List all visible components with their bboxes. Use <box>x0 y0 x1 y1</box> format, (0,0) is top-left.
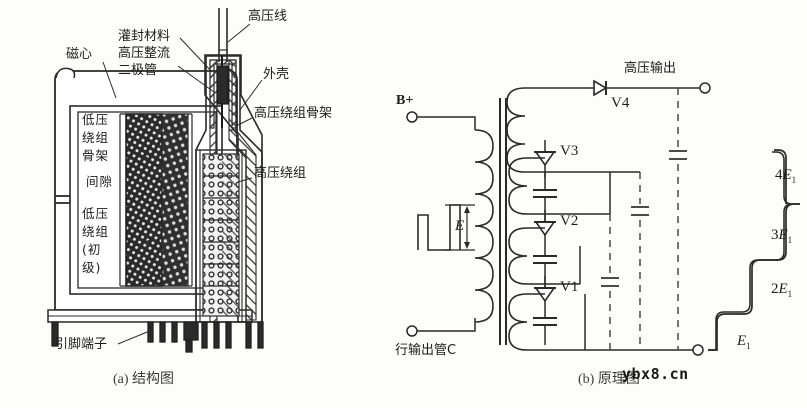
label-pin-terminals: 引脚端子 <box>55 337 108 352</box>
label-staircase-e1: E1 <box>737 333 751 351</box>
voltage-staircase <box>708 151 800 351</box>
label-staircase-4e1: 4E1 <box>775 167 797 185</box>
secondary-winding-1 <box>508 293 698 351</box>
stray-capacitor-1-plates <box>601 277 619 287</box>
label-staircase-2e1: 2E1 <box>771 281 793 299</box>
flyback-terminal <box>406 318 476 337</box>
b-plus-terminal <box>406 111 476 130</box>
callout-leaders <box>102 23 263 345</box>
return-terminal <box>692 344 704 356</box>
site-watermark: ybx8.cn <box>622 365 689 383</box>
label-hv-winding: 高压绕组 <box>254 166 307 181</box>
caption-panel-b: (b) 原理图 <box>578 372 640 387</box>
diode-v3 <box>534 140 556 190</box>
label-diode-v1: V1 <box>560 279 579 295</box>
label-lv-winding-line2: 绕组 <box>82 224 110 239</box>
stray-capacitor-2-plates <box>631 206 649 216</box>
label-lv-winding-line4: 级) <box>82 260 102 275</box>
secondary-winding-2 <box>508 227 581 285</box>
label-drive-voltage: E <box>455 218 465 234</box>
label-lv-winding-line3: (初 <box>82 242 102 257</box>
drive-waveform <box>417 204 475 251</box>
hv-rectifier-diode <box>216 56 229 128</box>
label-lv-bobbin-line2: 绕组 <box>82 130 110 145</box>
hv-output-terminal <box>699 82 711 94</box>
label-diode-v4: V4 <box>611 95 630 111</box>
lv-winding-coil-2 <box>161 113 189 287</box>
lv-winding-coil <box>125 113 163 287</box>
primary-winding <box>474 129 494 323</box>
label-b-plus: B+ <box>396 93 414 108</box>
label-hv-bobbin: 高压绕组骨架 <box>254 106 333 121</box>
pin-terminals <box>51 321 199 353</box>
label-diode-v3: V3 <box>560 143 579 159</box>
label-hv-wire: 高压线 <box>248 9 288 24</box>
secondary-winding-3 <box>508 157 611 215</box>
hv-pin-terminals <box>201 321 264 349</box>
label-diode-v2: V2 <box>560 213 579 229</box>
label-lv-bobbin-line3: 骨架 <box>82 148 110 163</box>
label-potting-material: 灌封材料 <box>118 29 171 44</box>
hv-winding <box>202 153 240 317</box>
diode-v4 <box>585 79 700 97</box>
label-flyback-tube: 行输出管C <box>395 343 457 358</box>
label-hv-rectifier-line2: 二极管 <box>118 63 158 78</box>
capacitor-c1 <box>533 317 557 345</box>
structure-drawing <box>47 8 264 353</box>
label-hv-rectifier-line1: 高压整流 <box>118 46 171 61</box>
label-hv-output: 高压输出 <box>624 61 677 76</box>
diode-v1 <box>534 276 556 318</box>
label-staircase-3e1: 3E1 <box>771 227 793 245</box>
caption-panel-a: (a) 结构图 <box>113 372 175 387</box>
label-core: 磁心 <box>66 47 93 62</box>
schematic-drawing <box>406 79 800 356</box>
voltage-staircase-clean <box>708 149 800 351</box>
diode-v2 <box>534 210 556 256</box>
label-gap: 间隙 <box>86 174 114 189</box>
label-housing: 外壳 <box>263 67 290 82</box>
secondary-winding-4 <box>506 87 640 173</box>
hv-bobbin <box>195 149 247 323</box>
hv-wire <box>218 8 228 62</box>
transformer-core <box>499 98 507 345</box>
label-lv-winding-line1: 低压 <box>82 206 110 221</box>
label-lv-bobbin-line1: 低压 <box>82 112 110 127</box>
stray-capacitor-3-plates <box>669 150 687 160</box>
